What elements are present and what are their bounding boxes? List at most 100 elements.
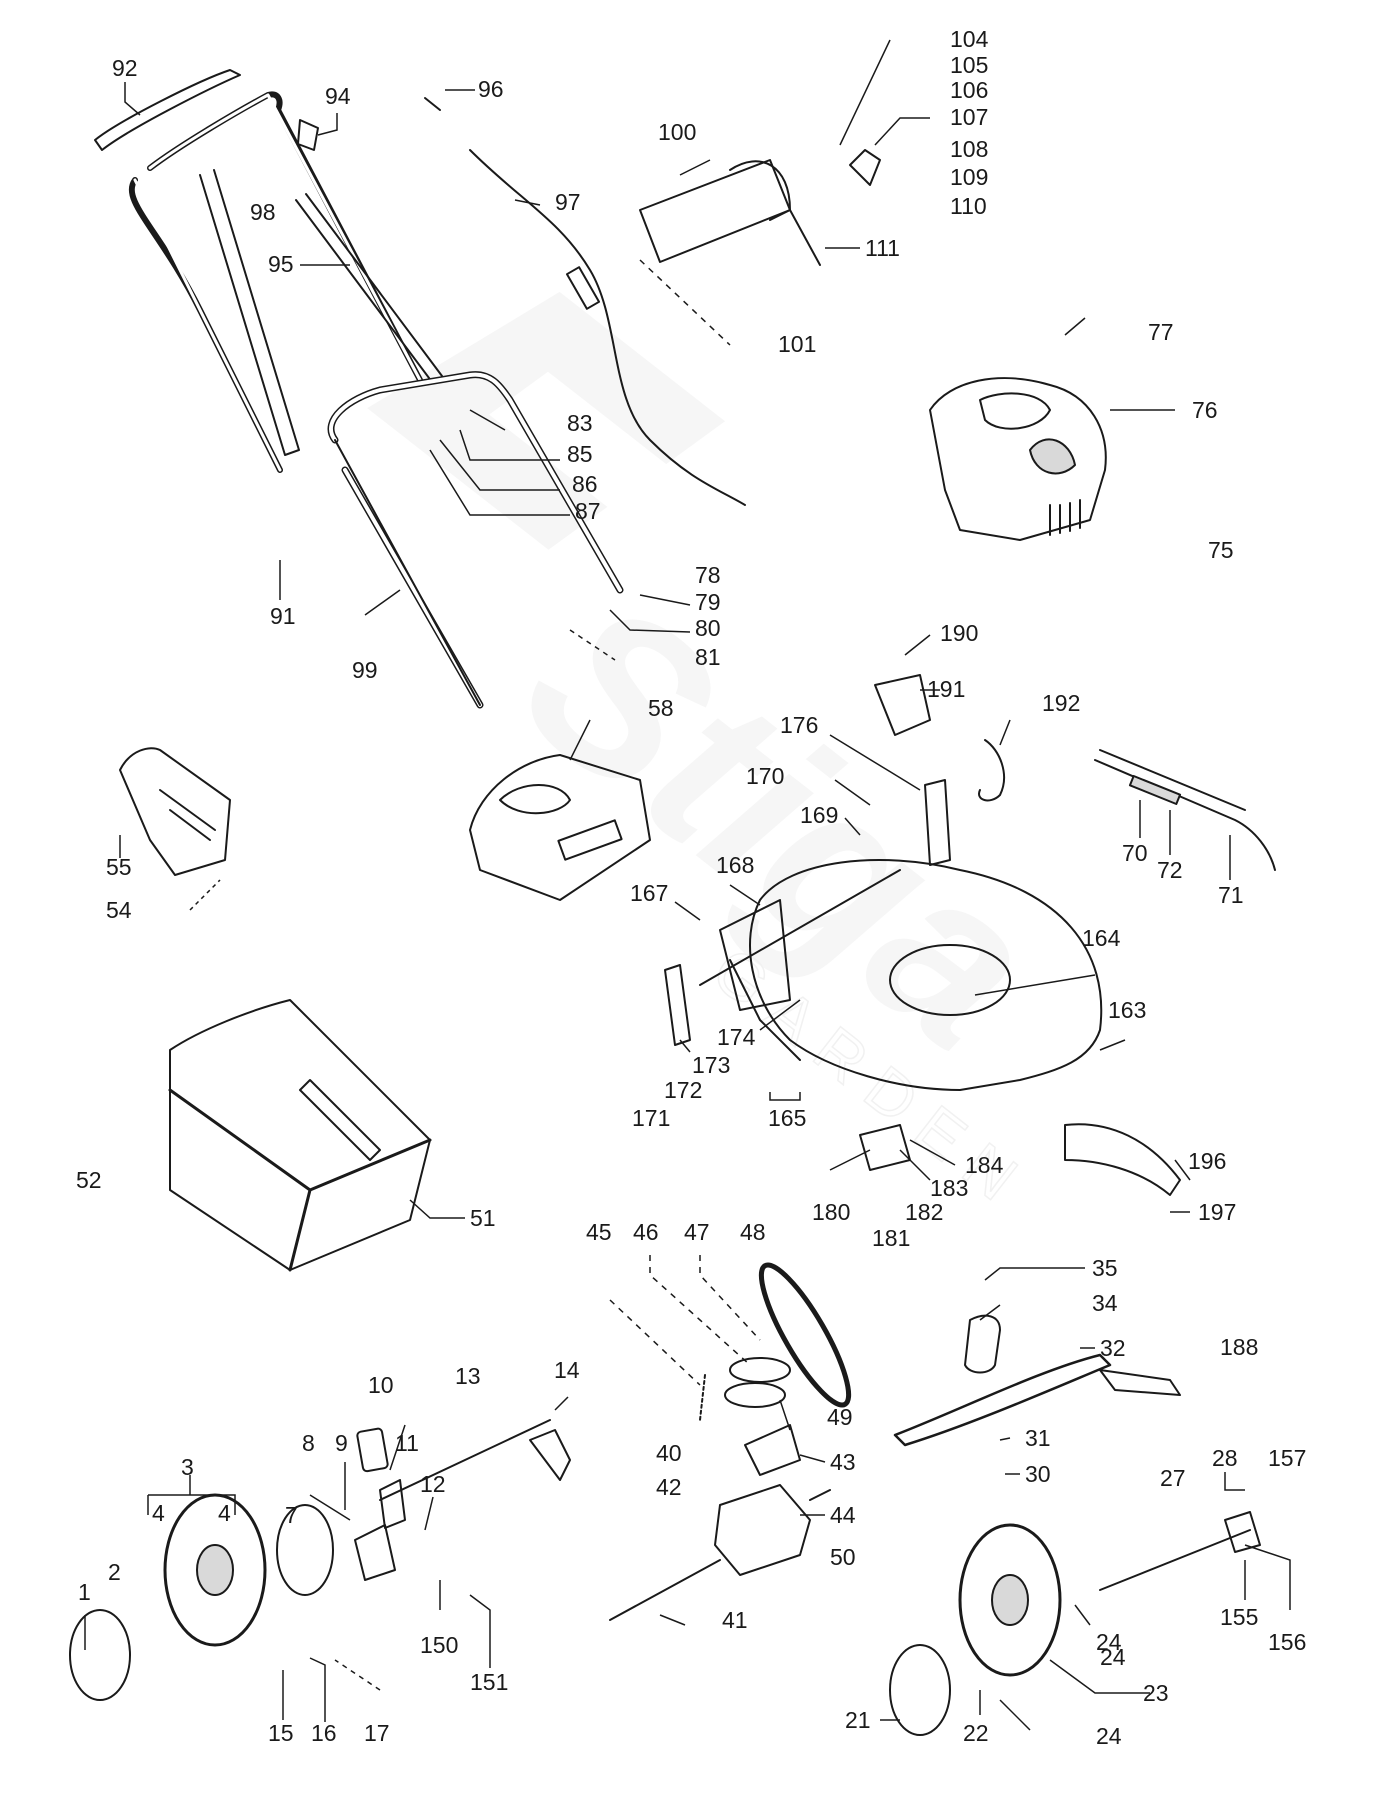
leader-8-9 bbox=[309, 1462, 351, 1521]
rear-deflector-roll bbox=[729, 160, 791, 221]
leader-43 bbox=[799, 1454, 826, 1463]
label-31: 31 bbox=[1025, 1425, 1051, 1451]
label-44: 44 bbox=[830, 1502, 856, 1528]
label-45: 45 bbox=[586, 1219, 612, 1245]
grass-bag-handle bbox=[299, 1079, 381, 1161]
upper-handle-inner bbox=[133, 93, 422, 472]
label-111: 111 bbox=[865, 235, 900, 261]
label-105: 105 bbox=[950, 52, 988, 78]
label-4b: 4 bbox=[218, 1500, 231, 1526]
label-156: 156 bbox=[1268, 1629, 1306, 1655]
label-34: 34 bbox=[1092, 1290, 1118, 1316]
throttle-cable bbox=[469, 149, 746, 506]
leader-49 bbox=[779, 1399, 791, 1431]
leader-156 bbox=[1244, 1544, 1291, 1610]
label-15: 15 bbox=[268, 1720, 294, 1746]
rear-deflector bbox=[639, 159, 791, 263]
height-lever bbox=[1094, 749, 1276, 871]
leader-97 bbox=[514, 199, 541, 206]
leader-85 bbox=[459, 429, 560, 461]
label-7: 7 bbox=[285, 1502, 298, 1528]
wheel-cap-left bbox=[69, 1609, 131, 1701]
label-108: 108 bbox=[950, 136, 988, 162]
label-192: 192 bbox=[1042, 690, 1080, 716]
leader-14 bbox=[554, 1396, 569, 1411]
rear-axle-27 bbox=[1099, 1529, 1251, 1591]
upper-handle-crossbar bbox=[94, 69, 241, 151]
label-176: 176 bbox=[780, 712, 818, 738]
leader-190 bbox=[904, 634, 931, 656]
label-106: 106 bbox=[950, 77, 988, 103]
wheel-left-front-hub bbox=[196, 1544, 234, 1596]
label-92: 92 bbox=[112, 55, 138, 81]
label-54: 54 bbox=[106, 897, 132, 923]
label-4a: 4 bbox=[152, 1500, 165, 1526]
engine-body bbox=[929, 377, 1107, 541]
handle-tube-95b bbox=[295, 193, 443, 383]
label-182: 182 bbox=[905, 1199, 943, 1225]
leader-87 bbox=[429, 449, 570, 516]
rear-axle-rod bbox=[699, 869, 901, 986]
label-47: 47 bbox=[684, 1219, 710, 1245]
leader-46 bbox=[649, 1255, 751, 1366]
label-165: 165 bbox=[768, 1105, 806, 1131]
plate-191 bbox=[874, 674, 931, 736]
label-97: 97 bbox=[555, 189, 581, 215]
leader-163 bbox=[1099, 1039, 1126, 1051]
rear-height-bracket bbox=[1224, 1511, 1261, 1553]
label-101: 101 bbox=[778, 331, 816, 357]
label-71: 71 bbox=[1218, 882, 1244, 908]
leader-54 bbox=[189, 879, 221, 911]
leader-170 bbox=[834, 779, 871, 806]
leader-80 bbox=[609, 609, 691, 633]
wheel-bracket-12 bbox=[354, 1524, 396, 1581]
engine-top bbox=[979, 392, 1051, 430]
bracket-188 bbox=[1099, 1369, 1181, 1396]
mulch-plug bbox=[119, 747, 231, 876]
callouts: 1 2 3 4 4 7 8 9 10 11 12 13 14 15 16 17 … bbox=[76, 26, 1306, 1749]
blade-adapter bbox=[964, 1314, 1001, 1374]
leader-151 bbox=[469, 1594, 491, 1668]
leader-35 bbox=[984, 1267, 1085, 1281]
clip-192 bbox=[978, 739, 1005, 802]
label-191: 191 bbox=[927, 676, 965, 702]
handle-tube bbox=[199, 169, 300, 456]
lower-handle-leg-a bbox=[334, 439, 481, 706]
grass-bag-frame bbox=[168, 1088, 432, 1272]
leader-79 bbox=[639, 594, 691, 606]
label-96: 96 bbox=[478, 76, 504, 102]
label-75: 75 bbox=[1208, 537, 1234, 563]
leader-12 bbox=[424, 1496, 434, 1531]
leader-183 bbox=[899, 1149, 931, 1181]
label-98: 98 bbox=[250, 199, 276, 225]
leader-101 bbox=[639, 259, 731, 346]
spring-70 bbox=[1128, 774, 1182, 806]
leader-180 bbox=[829, 1149, 871, 1171]
label-155: 155 bbox=[1220, 1604, 1258, 1630]
leader-107 bbox=[874, 117, 930, 146]
leader-11 bbox=[389, 1424, 406, 1471]
rear-cover-slot bbox=[557, 819, 623, 861]
label-40: 40 bbox=[656, 1440, 682, 1466]
label-30: 30 bbox=[1025, 1461, 1051, 1487]
leader-169 bbox=[844, 817, 861, 836]
label-85: 85 bbox=[567, 441, 593, 467]
label-51: 51 bbox=[470, 1205, 496, 1231]
label-32: 32 bbox=[1100, 1335, 1126, 1361]
label-35: 35 bbox=[1092, 1255, 1118, 1281]
label-167: 167 bbox=[630, 880, 668, 906]
label-91: 91 bbox=[270, 603, 296, 629]
leader-17 bbox=[334, 1659, 381, 1691]
engine-fins bbox=[1049, 499, 1081, 536]
deck-front-panel bbox=[719, 899, 791, 1011]
label-171: 171 bbox=[632, 1105, 670, 1131]
handle-bracket-94 bbox=[297, 119, 319, 151]
label-28: 28 bbox=[1212, 1445, 1238, 1471]
label-41: 41 bbox=[722, 1607, 748, 1633]
leader-196 bbox=[1174, 1159, 1191, 1181]
leader-3 bbox=[147, 1475, 236, 1515]
label-107: 107 bbox=[950, 104, 988, 130]
label-190: 190 bbox=[940, 620, 978, 646]
label-22: 22 bbox=[963, 1720, 989, 1746]
